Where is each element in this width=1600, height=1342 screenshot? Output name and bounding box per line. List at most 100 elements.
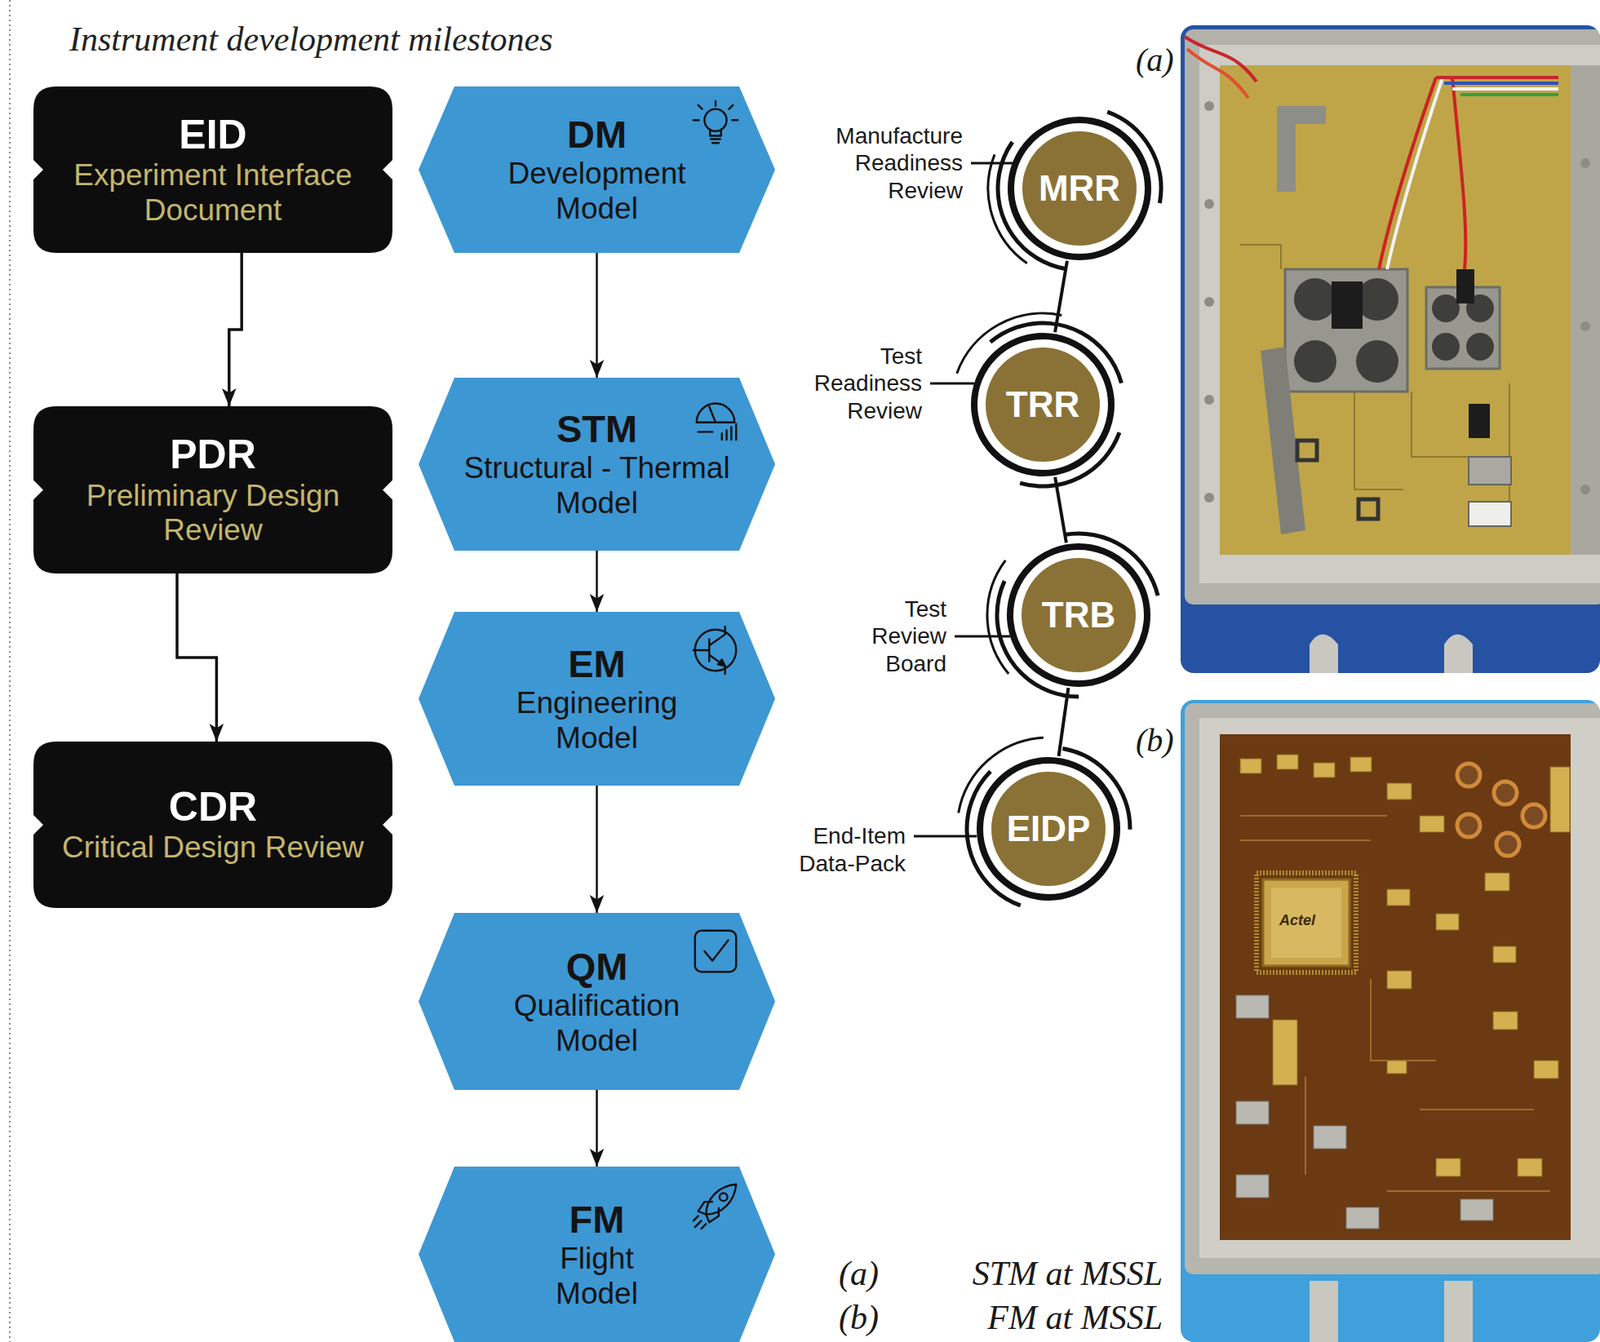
screw [1580, 484, 1591, 495]
l-bracket [1276, 106, 1326, 192]
component [1436, 913, 1459, 931]
ic [1460, 1199, 1494, 1221]
component [1240, 758, 1262, 774]
connector [1054, 477, 1067, 544]
connector [595, 252, 599, 378]
node-heading: QM [566, 944, 629, 989]
ic [1236, 1101, 1269, 1125]
screw [1204, 199, 1215, 209]
review-rings [925, 61, 1207, 936]
hole [1356, 340, 1399, 383]
component [1436, 1158, 1461, 1177]
photo-tag: (b) [1135, 721, 1175, 761]
ring [1010, 119, 1148, 258]
review-circle: TRR [985, 347, 1100, 462]
ring-arc [952, 61, 1207, 316]
connector [1550, 766, 1570, 833]
mount-bracket [1309, 1280, 1339, 1342]
node-text-group: QMQualification Model [483, 913, 712, 1091]
ic [1236, 1174, 1269, 1198]
dotted-border [8, 0, 11, 1342]
model-icon [690, 1179, 741, 1231]
ring-arc [938, 300, 1148, 510]
connector [595, 1090, 599, 1167]
wires [1184, 36, 1559, 270]
wire [1184, 36, 1257, 82]
ics [1236, 995, 1494, 1229]
screw [1204, 492, 1215, 503]
node-text-group: STMStructural - Thermal Model [458, 377, 736, 551]
hexagon-shape [418, 913, 776, 1091]
model-hexagon: FMFlight Model [418, 1166, 776, 1342]
leader-line [954, 635, 1011, 639]
review-circle: EIDP [991, 771, 1106, 887]
icon-stroke [696, 403, 736, 423]
screws [1204, 101, 1591, 503]
node-subtitle: Development Model [474, 156, 720, 227]
node-text-group: DMDevelopment Model [474, 86, 720, 253]
review-label: Test Review Board [840, 595, 947, 679]
toroid [1496, 833, 1520, 856]
connector [595, 550, 599, 612]
component [1493, 946, 1516, 963]
ring-arc [984, 93, 1175, 284]
housing [1184, 703, 1600, 1275]
connector [229, 252, 242, 407]
hexagon-shape [418, 1166, 776, 1342]
hole [1294, 278, 1337, 321]
wire [1460, 93, 1559, 97]
ring-arc [953, 734, 1144, 924]
node-text-group: EIDP [991, 771, 1106, 887]
housing [1184, 29, 1600, 605]
fm-photo [1180, 700, 1600, 1342]
component [1387, 1060, 1407, 1074]
node-text-group: TRB [1021, 558, 1136, 673]
caption-tag: (a) [838, 1253, 879, 1295]
wire [1452, 77, 1466, 270]
model-icon [690, 390, 741, 442]
model-hexagon: QMQualification Model [418, 913, 776, 1091]
dummy-holes [1431, 294, 1494, 361]
node-heading: EIDP [1006, 808, 1091, 851]
leader-line [913, 835, 977, 838]
hole [1431, 332, 1460, 361]
icon-stroke [693, 101, 738, 143]
node-text-group: FMFlight Model [523, 1166, 671, 1342]
icon-stroke [704, 939, 728, 961]
icon-stroke [704, 109, 727, 132]
chip-marking: Actel [1279, 912, 1316, 931]
node-heading: DM [567, 112, 627, 157]
node-text-group: MRR [1022, 131, 1137, 246]
component [1313, 762, 1335, 778]
model-hexagon: STMStructural - Thermal Model [418, 377, 776, 551]
block [1468, 456, 1512, 485]
wire [1387, 77, 1443, 270]
model-hexagon: DMDevelopment Model [418, 86, 776, 253]
review-label: Test Readiness Review [783, 342, 922, 426]
photo-background [1180, 25, 1600, 674]
wire [1187, 48, 1249, 98]
housing-inner [1199, 718, 1600, 1259]
node-subtitle: Flight Model [523, 1241, 671, 1312]
node-subtitle: Critical Design Review [62, 830, 364, 866]
components [1240, 754, 1570, 1177]
ring-arc [983, 520, 1174, 710]
screw [1204, 394, 1215, 405]
pcb [1219, 65, 1571, 555]
icon-stroke [709, 406, 716, 422]
photo-background [1180, 700, 1600, 1342]
icon-stroke [698, 424, 737, 440]
node-subtitle: Preliminary Design Review [53, 478, 373, 549]
leader-line [970, 162, 1013, 165]
relay [1456, 269, 1475, 304]
toroid [1522, 804, 1546, 828]
node-text-group: EIDExperiment Interface Document [53, 86, 373, 253]
toroids [1457, 763, 1546, 856]
leader-line [930, 382, 975, 386]
mount-bracket [1444, 1280, 1473, 1342]
wire [1378, 77, 1437, 270]
toroid [1493, 781, 1517, 805]
housing-rail [1570, 65, 1600, 555]
component [1493, 1011, 1518, 1030]
dummy-chip [1285, 269, 1408, 392]
